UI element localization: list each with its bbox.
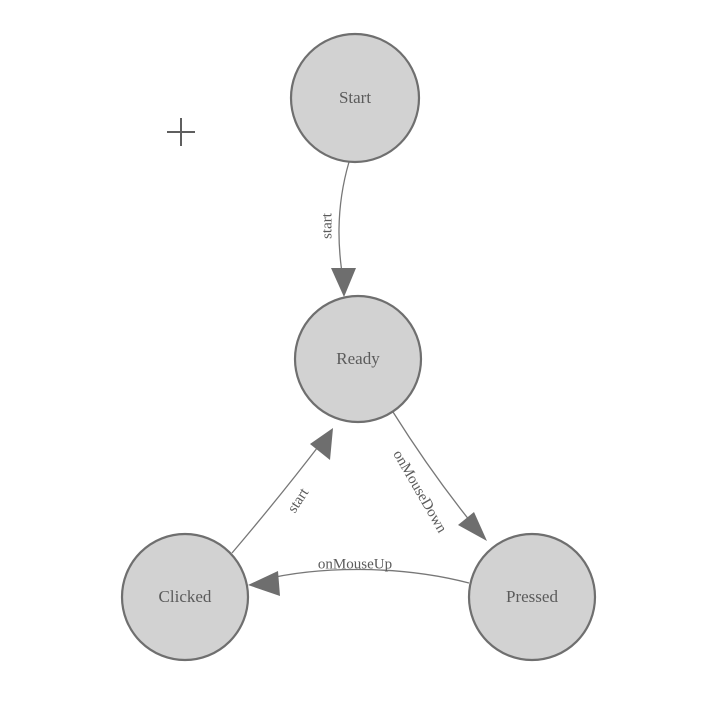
edge-path-ready-to-pressed: [392, 411, 475, 527]
edge-label-clicked-to-ready: start: [285, 485, 313, 516]
node-start-circle: [289, 32, 421, 164]
crosshair-marker[interactable]: [167, 118, 195, 146]
edge-label-ready-to-pressed: onMouseDown: [389, 448, 449, 537]
edge-label-start-to-ready: start: [319, 212, 335, 239]
edge-pressed-to-clicked[interactable]: onMouseUp: [248, 556, 470, 596]
arrowhead-pressed-to-clicked: [248, 571, 280, 596]
node-clicked-circle: [120, 532, 250, 662]
edge-path-clicked-to-ready: [231, 442, 322, 554]
arrowhead-ready-to-pressed: [458, 512, 487, 541]
node-ready[interactable]: Ready: [293, 294, 423, 424]
node-ready-label: Ready: [336, 349, 380, 368]
edge-path-start-to-ready: [338, 161, 350, 286]
node-ready-circle: [293, 294, 423, 424]
node-clicked[interactable]: Clicked: [120, 532, 250, 662]
node-clicked-label: Clicked: [159, 587, 212, 606]
node-start-label: Start: [339, 88, 371, 107]
edge-ready-to-pressed[interactable]: onMouseDown: [389, 411, 487, 541]
arrowhead-clicked-to-ready: [310, 428, 333, 460]
edge-label-pressed-to-clicked: onMouseUp: [318, 556, 392, 572]
node-pressed-circle: [467, 532, 597, 662]
edge-clicked-to-ready[interactable]: start: [231, 428, 333, 554]
node-start[interactable]: Start: [289, 32, 421, 164]
edge-path-pressed-to-clicked: [261, 568, 470, 584]
arrowhead-start-to-ready: [331, 268, 356, 297]
node-pressed[interactable]: Pressed: [467, 532, 597, 662]
edge-start-to-ready[interactable]: start: [319, 161, 356, 297]
node-pressed-label: Pressed: [506, 587, 558, 606]
